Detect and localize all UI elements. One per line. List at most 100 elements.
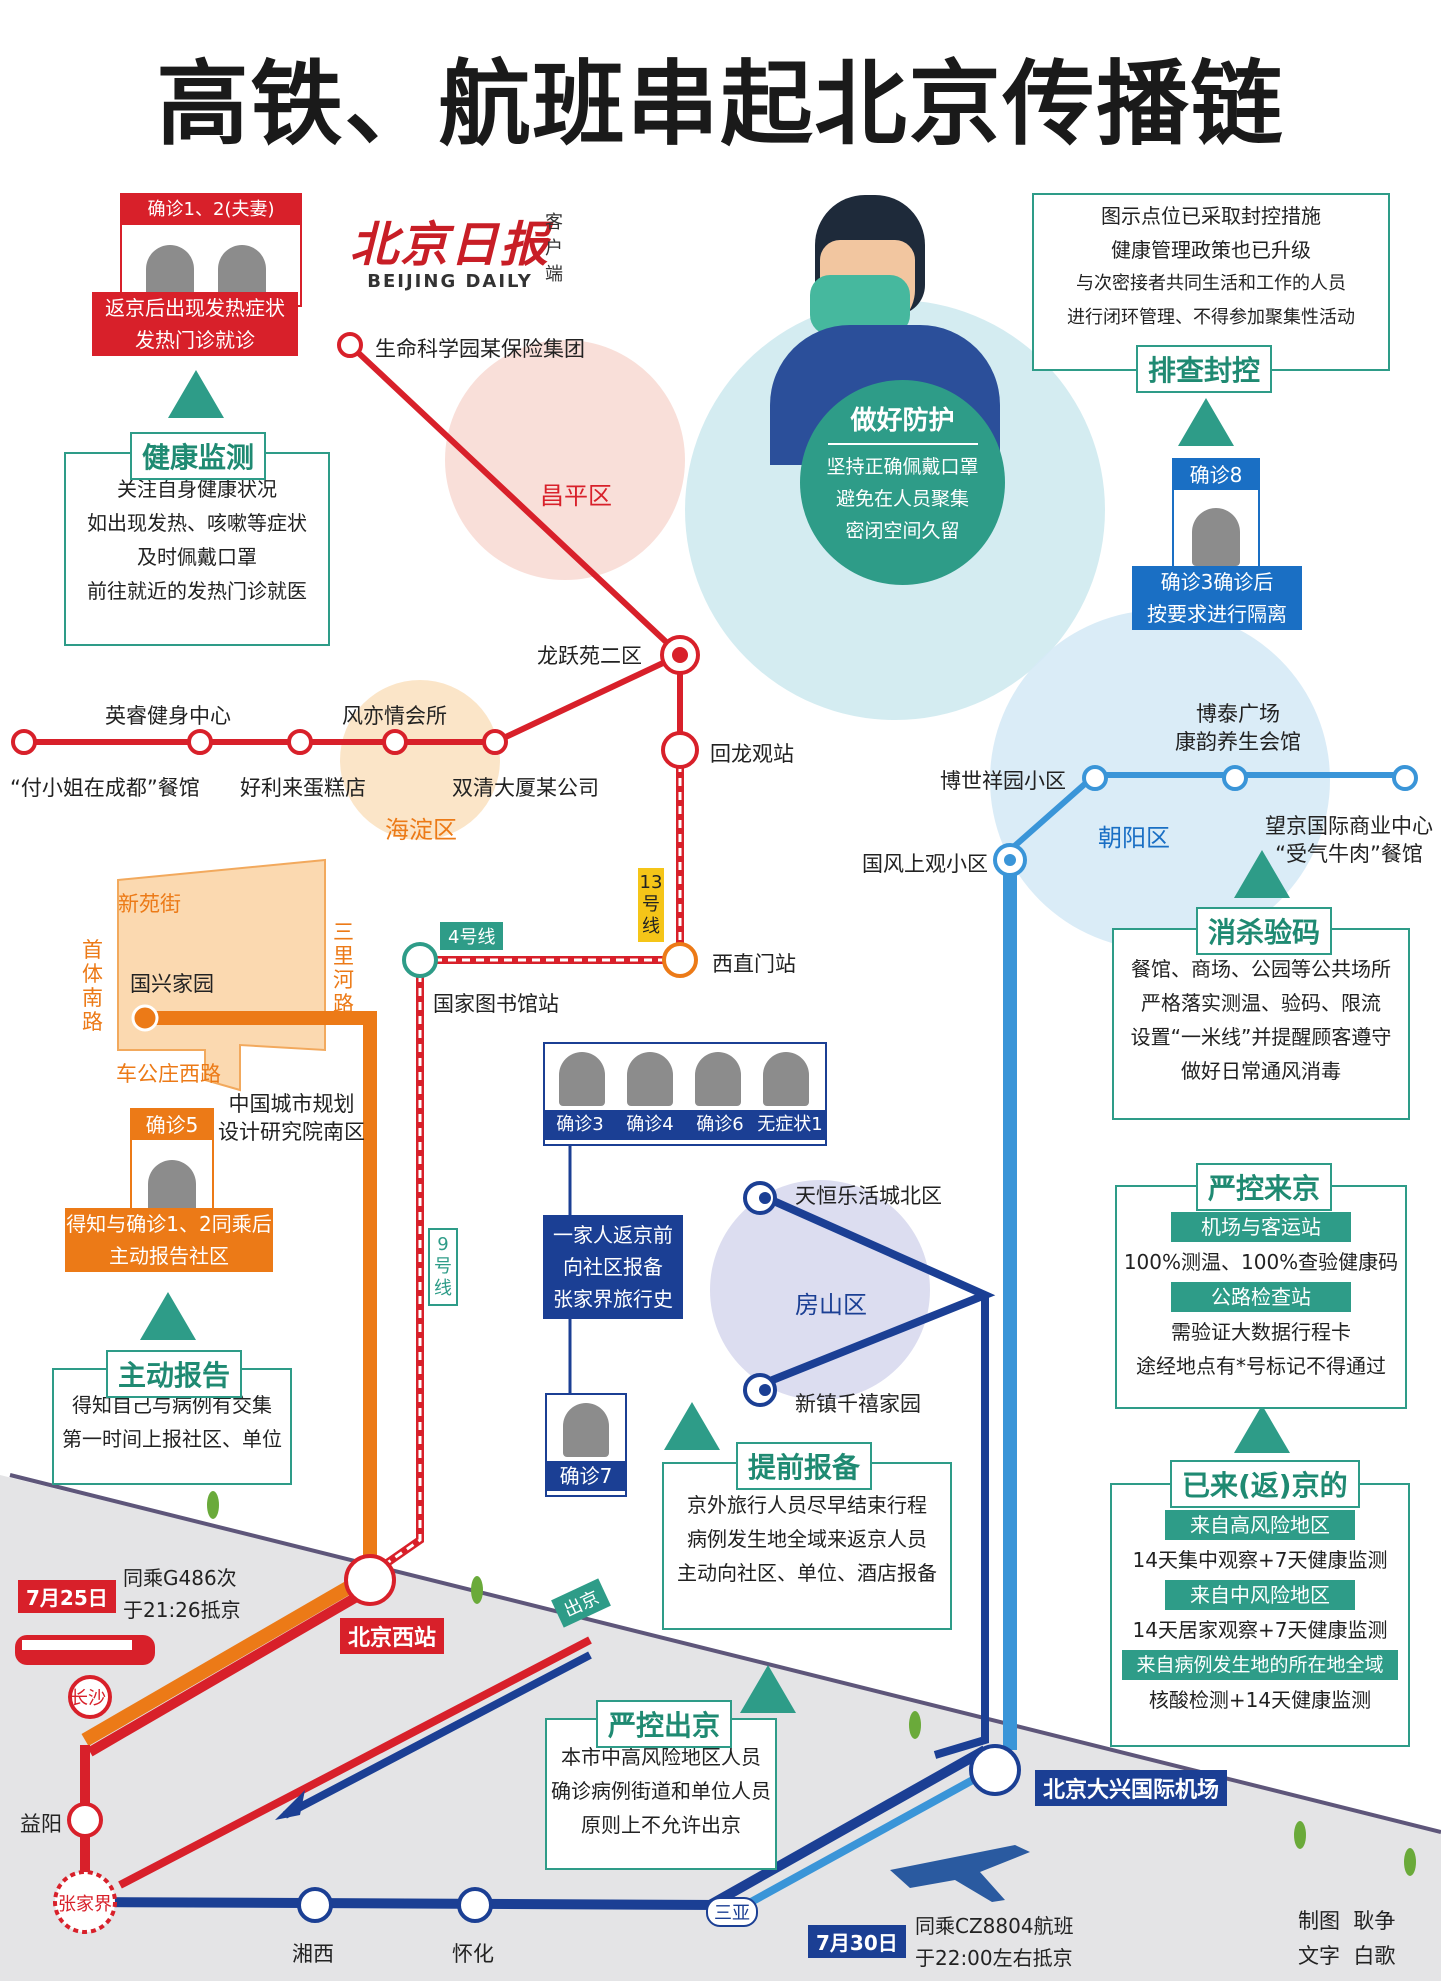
line-4-tag: 4号线 xyxy=(440,922,504,950)
warning-icon xyxy=(740,1665,796,1713)
warning-icon xyxy=(1178,398,1234,446)
returned-box: 来自高风险地区 14天集中观察+7天健康监测 来自中风险地区 14天居家观察+7… xyxy=(1110,1483,1410,1747)
logo-sub: 客户端 xyxy=(545,212,563,285)
family-card: 确诊3 确诊4 确诊6 无症状1 xyxy=(543,1042,827,1146)
flight-info: 同乘CZ8804航班 于22:00左右抵京 xyxy=(915,1914,1074,1970)
street-chegongzhuangxilu: 车公庄西路 xyxy=(116,1062,221,1086)
station-fuxiaojie: “付小姐在成都”餐馆 xyxy=(10,776,200,800)
family-case-label: 确诊3 xyxy=(556,1114,604,1135)
page-title: 高铁、航班串起北京传播链 xyxy=(156,51,1285,158)
exit-control-title: 严控出京 xyxy=(596,1700,733,1748)
case-8-card: 确诊8 xyxy=(1172,458,1260,572)
station-zhongguochengshi: 中国城市规划 设计研究院南区 xyxy=(218,1092,365,1144)
warning-icon xyxy=(1234,850,1290,898)
health-title: 健康监测 xyxy=(130,432,267,480)
station-sanya: 三亚 xyxy=(706,1897,758,1927)
case-7-card: 确诊7 xyxy=(545,1393,627,1497)
returned-tag-1: 来自高风险地区 xyxy=(1165,1510,1355,1540)
district-fangshan: 房山区 xyxy=(795,1291,867,1319)
disinfect-title: 消杀验码 xyxy=(1196,907,1333,955)
station-bobaoxiangyuan: 博世祥园小区 xyxy=(940,769,1066,793)
family-case-label: 确诊4 xyxy=(626,1114,674,1135)
fangshan-circle xyxy=(710,1180,930,1400)
warning-icon xyxy=(1234,1405,1290,1453)
person-icon xyxy=(559,1052,605,1106)
returned-tag-2: 来自中风险地区 xyxy=(1165,1580,1355,1610)
protect-title: 做好防护 xyxy=(850,406,955,436)
case-5-card: 确诊5 xyxy=(130,1108,214,1222)
person-icon xyxy=(146,245,194,299)
station-yiyang: 益阳 xyxy=(20,1812,62,1836)
station-longyueyuan: 龙跃苑二区 xyxy=(537,644,642,668)
station-fengyiqing: 风亦情会所 xyxy=(342,704,447,728)
screening-box: 图示点位已采取封控措施 健康管理政策也已升级 与次密接者共同生活和工作的人员 进… xyxy=(1032,193,1390,371)
station-shengming: 生命科学园某保险集团 xyxy=(375,337,585,361)
station-botai: 博泰广场 康韵养生会馆 xyxy=(1175,702,1301,754)
entry-title: 严控来京 xyxy=(1196,1163,1333,1211)
station-tianheng: 天恒乐活城北区 xyxy=(795,1184,942,1208)
case-8-label: 确诊8 xyxy=(1174,460,1258,490)
station-guoxingjiayuan: 国兴家园 xyxy=(130,972,214,996)
station-yingrui: 英睿健身中心 xyxy=(105,704,231,728)
station-xinzhen: 新镇千禧家园 xyxy=(795,1392,921,1416)
case-8-note: 确诊3确诊后 按要求进行隔离 xyxy=(1132,566,1302,630)
flight-date-badge: 7月30日 xyxy=(808,1925,906,1958)
station-haoliilai: 好利来蛋糕店 xyxy=(240,776,366,800)
station-huaihua: 怀化 xyxy=(452,1942,494,1966)
station-huilongguan: 回龙观站 xyxy=(710,742,794,766)
case-5-note: 得知与确诊1、2同乘后 主动报告社区 xyxy=(65,1208,273,1272)
line-13-tag: 13号线 xyxy=(638,868,664,942)
street-xinyuanjie: 新苑街 xyxy=(118,892,181,916)
haidian-circle xyxy=(340,680,500,840)
train-date-badge: 7月25日 xyxy=(18,1580,116,1613)
report-title: 主动报告 xyxy=(106,1350,243,1398)
station-daxing: 北京大兴国际机场 xyxy=(1035,1770,1228,1806)
warning-icon xyxy=(140,1292,196,1340)
family-case-label: 确诊6 xyxy=(696,1114,744,1135)
xicheng-area xyxy=(117,858,326,1092)
line-9-tag: 9号线 xyxy=(428,1228,458,1306)
family-case-label: 无症状1 xyxy=(757,1114,823,1135)
district-changping: 昌平区 xyxy=(540,482,612,510)
person-icon xyxy=(148,1160,196,1216)
warning-icon xyxy=(168,370,224,418)
case-5-label: 确诊5 xyxy=(132,1110,212,1140)
returned-title: 已来(返)京的 xyxy=(1170,1460,1360,1508)
district-chaoyang: 朝阳区 xyxy=(1098,824,1170,852)
case-12-note: 返京后出现发热症状 发热门诊就诊 xyxy=(92,292,298,356)
advance-title: 提前报备 xyxy=(736,1442,873,1490)
family-note: 一家人返京前 向社区报备 张家界旅行史 xyxy=(543,1215,683,1319)
person-icon xyxy=(695,1052,741,1106)
person-icon xyxy=(763,1052,809,1106)
station-beijingxi: 北京西站 xyxy=(340,1618,445,1654)
case-12-label: 确诊1、2(夫妻) xyxy=(122,195,300,225)
warning-icon xyxy=(664,1402,720,1450)
person-icon xyxy=(627,1052,673,1106)
station-xizhimen: 西直门站 xyxy=(712,952,796,976)
changping-circle xyxy=(445,340,685,580)
returned-tag-3: 来自病例发生地的所在地全域 xyxy=(1122,1650,1398,1680)
health-box: 关注自身健康状况 如出现发热、咳嗽等症状 及时佩戴口罩 前往就近的发热门诊就医 xyxy=(64,452,330,646)
protect-panel: 做好防护 坚持正确佩戴口罩 避免在人员聚集 密闭空间久留 xyxy=(800,380,1005,585)
station-zhangjiajie: 张家界 xyxy=(58,1894,112,1915)
person-icon xyxy=(218,245,266,299)
logo: 北京日报 BEIJING DAILY xyxy=(350,217,551,292)
station-guojiatushuguan: 国家图书馆站 xyxy=(433,992,559,1016)
train-info: 同乘G486次 于21:26抵京 xyxy=(123,1566,241,1622)
case-7-label: 确诊7 xyxy=(547,1461,625,1491)
person-icon xyxy=(1192,508,1240,566)
case-12-card: 确诊1、2(夫妻) xyxy=(120,193,302,307)
station-wangjing: 望京国际商业中心 “受气牛肉”餐馆 xyxy=(1265,814,1433,866)
disinfect-box: 餐馆、商场、公园等公共场所 严格落实测温、验码、限流 设置“一米线”并提醒顾客遵… xyxy=(1112,928,1410,1120)
street-sanlihelu: 三里河路 xyxy=(333,920,354,1016)
credit-graphic: 制图 耿争 xyxy=(1298,1909,1396,1933)
screening-title: 排查封控 xyxy=(1136,345,1273,393)
plane-icon xyxy=(890,1845,1030,1902)
entry-tag-2: 公路检查站 xyxy=(1171,1282,1351,1312)
station-guofeng: 国风上观小区 xyxy=(862,852,988,876)
entry-box: 机场与客运站 100%测温、100%查验健康码 公路检查站 需验证大数据行程卡 … xyxy=(1115,1185,1407,1409)
street-shoutinanlu: 首体南路 xyxy=(82,938,103,1034)
station-shuangqing: 双清大厦某公司 xyxy=(452,776,599,800)
credit-text: 文字 白歌 xyxy=(1298,1944,1396,1968)
station-changsha: 长沙 xyxy=(70,1688,106,1709)
